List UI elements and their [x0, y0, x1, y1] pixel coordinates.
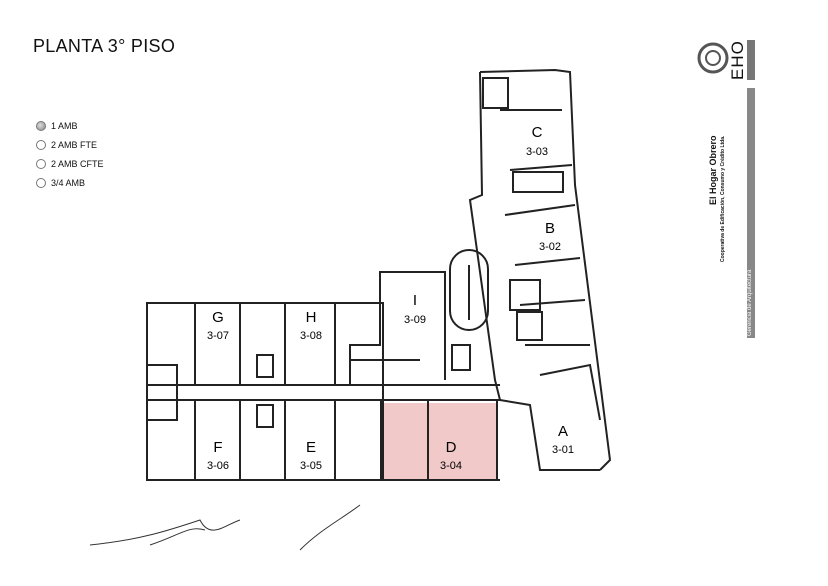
- unit-letter: F: [213, 439, 222, 456]
- logo-department: Gerencia de Arquitectura: [747, 269, 753, 336]
- plan-title: PLANTA 3° PISO: [33, 36, 176, 56]
- unit-code: 3-04: [440, 460, 462, 472]
- legend-item: 2 AMB FTE: [36, 135, 104, 154]
- legend-label: 1 AMB: [51, 120, 78, 131]
- legend-item: 1 AMB: [36, 116, 104, 135]
- logo-name: El Hogar Obrero: [708, 135, 718, 205]
- unit-code: 3-06: [207, 460, 229, 472]
- radio-icon: [36, 177, 46, 188]
- legend-label: 2 AMB CFTE: [51, 158, 104, 169]
- radio-icon: [36, 158, 46, 169]
- unit-code: 3-07: [207, 330, 229, 342]
- unit-letter: G: [212, 309, 224, 326]
- unit-code: 3-09: [404, 314, 426, 326]
- unit-letter: A: [558, 423, 568, 440]
- unit-letter: E: [306, 439, 316, 456]
- unit-code: 3-01: [552, 444, 574, 456]
- legend-label: 2 AMB FTE: [51, 139, 98, 150]
- legend: 1 AMB 2 AMB FTE 2 AMB CFTE 3/4 AMB: [36, 116, 104, 192]
- radio-icon: [36, 120, 46, 131]
- unit-letter: C: [532, 124, 543, 141]
- unit-labels: C 3-03 B 3-02 I 3-09 G 3-07 H 3-08 F 3-0…: [207, 124, 574, 472]
- highlighted-unit-d: [381, 403, 497, 479]
- unit-letter: D: [446, 439, 457, 456]
- radio-icon: [36, 139, 46, 150]
- logo-mark: EHO: [728, 40, 747, 80]
- unit-code: 3-02: [539, 241, 561, 253]
- legend-item: 3/4 AMB: [36, 173, 104, 192]
- walls: [146, 68, 612, 481]
- unit-letter: H: [306, 309, 317, 326]
- unit-code: 3-03: [526, 146, 548, 158]
- unit-letter: I: [413, 292, 417, 309]
- legend-label: 3/4 AMB: [51, 177, 86, 188]
- unit-letter: B: [545, 220, 555, 237]
- logo-seal: [697, 40, 755, 338]
- legend-item: 2 AMB CFTE: [36, 154, 104, 173]
- unit-code: 3-08: [300, 330, 322, 342]
- unit-code: 3-05: [300, 460, 322, 472]
- logo-subtitle: Cooperativa de Edificación, Consumo y Cr…: [720, 135, 726, 262]
- signature: [89, 504, 361, 551]
